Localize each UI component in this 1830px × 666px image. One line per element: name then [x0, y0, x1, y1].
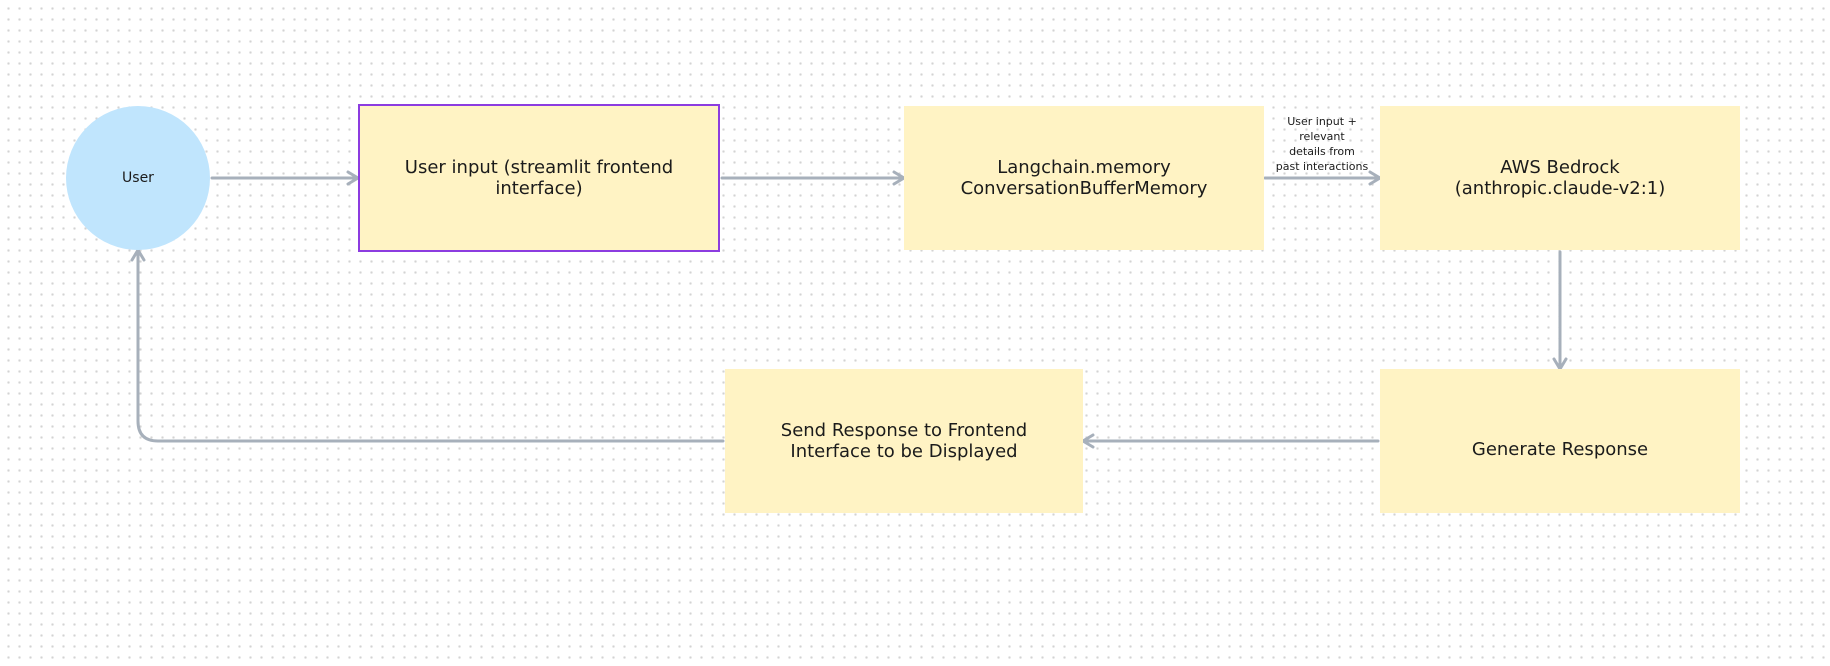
bedrock-node[interactable]: AWS Bedrock (anthropic.claude-v2:1)	[1380, 106, 1740, 250]
memory-to-bedrock-edge-label[interactable]: User input + relevant details from past …	[1275, 115, 1369, 173]
user-input-node-label: User input (streamlit frontend interface…	[404, 157, 674, 199]
generate-response-node[interactable]: Generate Response	[1380, 369, 1740, 513]
bedrock-node-label: AWS Bedrock (anthropic.claude-v2:1)	[1454, 157, 1666, 199]
user-input-node[interactable]: User input (streamlit frontend interface…	[358, 104, 720, 252]
send-response-node[interactable]: Send Response to Frontend Interface to b…	[725, 369, 1083, 513]
generate-response-node-label: Generate Response	[1471, 438, 1649, 460]
edge-send-to-user-arrowhead	[130, 248, 146, 262]
user-node-label: User	[122, 169, 154, 186]
edge-send-to-user[interactable]	[136, 250, 725, 443]
memory-node[interactable]: Langchain.memory ConversationBufferMemor…	[904, 106, 1264, 250]
memory-node-label: Langchain.memory ConversationBufferMemor…	[960, 157, 1208, 199]
edge-generate-to-send-arrowhead	[1081, 433, 1095, 449]
send-response-node-label: Send Response to Frontend Interface to b…	[780, 420, 1028, 462]
user-node[interactable]: User	[66, 106, 210, 250]
